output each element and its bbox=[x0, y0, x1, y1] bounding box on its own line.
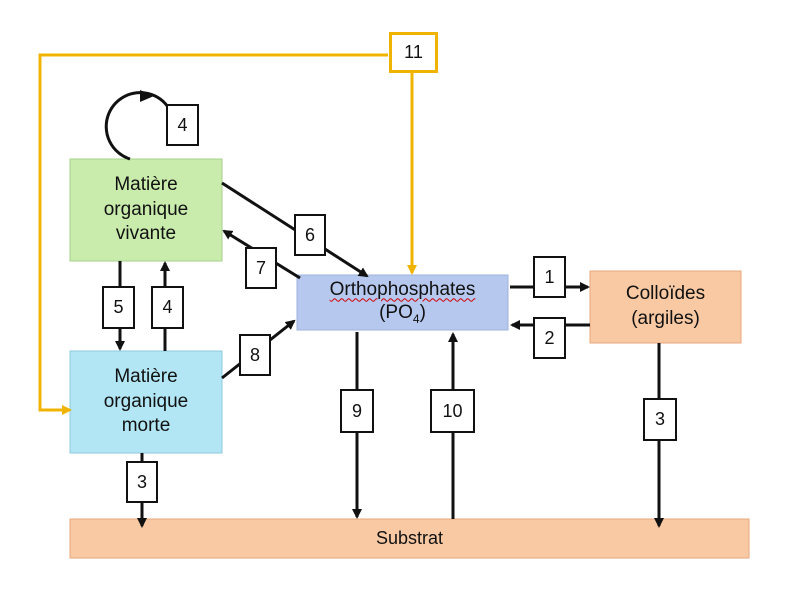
ortho-name: Orthophosphates bbox=[329, 278, 476, 300]
substrat-label: Substrat bbox=[375, 527, 444, 548]
node-colloides: Colloïdes (argiles) bbox=[590, 271, 741, 343]
vivante-box-shape bbox=[69, 158, 223, 262]
flow-label-5: 5 bbox=[102, 286, 135, 329]
flow-4-loop-head bbox=[140, 90, 154, 102]
ortho-box-shape bbox=[296, 274, 509, 331]
flow-label-4: 4 bbox=[151, 286, 184, 329]
node-matiere-organique-morte: Matière organique morte bbox=[70, 351, 222, 453]
colloides-box-shape bbox=[589, 270, 742, 344]
ortho-formula-prefix: (PO bbox=[379, 302, 413, 324]
flow-4-self-loop bbox=[104, 91, 179, 161]
node-orthophosphates: Orthophosphates (PO4) bbox=[297, 275, 508, 330]
flow-label-11: 11 bbox=[389, 32, 438, 73]
ortho-formula-suffix: ) bbox=[419, 302, 426, 324]
vivante-line-1: Matière bbox=[114, 173, 178, 195]
substrat-box-shape bbox=[69, 518, 750, 559]
morte-line-3: morte bbox=[121, 415, 171, 437]
node-matiere-organique-vivante: Matière organique vivante bbox=[70, 159, 222, 261]
flow-label-10: 10 bbox=[430, 389, 475, 433]
morte-box-shape bbox=[69, 350, 223, 454]
flow-label-2: 2 bbox=[533, 317, 566, 359]
flow-label-9: 9 bbox=[340, 389, 374, 433]
flow-label-7: 7 bbox=[245, 247, 277, 289]
colloides-line-2: (argiles) bbox=[631, 308, 700, 329]
morte-line-2: organique bbox=[103, 390, 189, 412]
flow-label-3-left: 3 bbox=[126, 461, 158, 503]
vivante-line-2: organique bbox=[103, 198, 189, 220]
flow-label-1: 1 bbox=[533, 256, 566, 298]
vivante-line-3: vivante bbox=[115, 223, 177, 245]
morte-line-1: Matière bbox=[114, 365, 178, 387]
ortho-formula: (PO4) bbox=[379, 301, 426, 327]
ortho-formula-sub: 4 bbox=[412, 312, 420, 327]
flow-label-3-right: 3 bbox=[643, 398, 677, 441]
flow-label-4-loop: 4 bbox=[166, 104, 199, 146]
flow-11-line bbox=[38, 53, 388, 415]
node-substrat: Substrat bbox=[70, 519, 749, 558]
flow-label-6: 6 bbox=[294, 214, 326, 256]
flow-label-8: 8 bbox=[239, 334, 271, 376]
colloides-line-1: Colloïdes bbox=[625, 283, 706, 305]
